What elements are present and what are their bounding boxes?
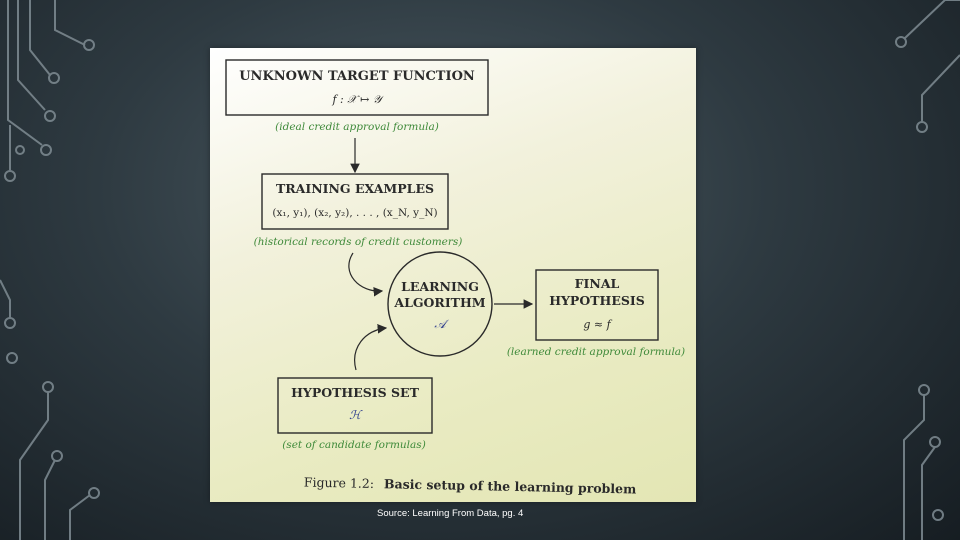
target-function-box	[225, 59, 489, 116]
training-examples-box	[261, 173, 449, 230]
learning-algorithm-line2: ALGORITHM	[393, 295, 485, 310]
target-function-formula: f : 𝒳 ↦ 𝒴	[331, 93, 384, 106]
learning-diagram: UNKNOWN TARGET FUNCTION f : 𝒳 ↦ 𝒴 (ideal…	[225, 59, 685, 497]
learning-algorithm-circle	[387, 251, 493, 357]
arrow-training-to-algorithm	[348, 252, 384, 297]
hypothesis-set-symbol: ℋ	[349, 408, 363, 422]
figure-photo: UNKNOWN TARGET FUNCTION f : 𝒳 ↦ 𝒴 (ideal…	[210, 48, 696, 502]
final-hypothesis-note: (learned credit approval formula)	[507, 346, 685, 358]
final-hypothesis-line2: HYPOTHESIS	[549, 293, 645, 308]
training-examples-note: (historical records of credit customers)	[254, 236, 463, 248]
figure-caption-text: Basic setup of the learning problem	[384, 476, 637, 496]
slide-source-caption: Source: Learning From Data, pg. 4	[377, 508, 524, 519]
target-function-title: UNKNOWN TARGET FUNCTION	[239, 69, 475, 84]
learning-algorithm-line1: LEARNING	[401, 279, 479, 294]
final-hypothesis-box	[535, 269, 659, 341]
training-examples-formula: (x₁, y₁), (x₂, y₂), . . . , (x_N, y_N)	[272, 207, 437, 219]
training-examples-title: TRAINING EXAMPLES	[276, 181, 434, 196]
hypothesis-set-title: HYPOTHESIS SET	[291, 385, 419, 400]
final-hypothesis-line1: FINAL	[575, 276, 620, 291]
figure-caption-label: Figure 1.2:	[304, 475, 374, 491]
arrow-hypothesis-set-to-algorithm	[354, 324, 388, 371]
target-function-note: (ideal credit approval formula)	[275, 121, 439, 133]
figure-caption: Figure 1.2: Basic setup of the learning …	[304, 475, 637, 497]
hypothesis-set-note: (set of candidate formulas)	[282, 439, 426, 451]
learning-algorithm-symbol: 𝒜	[434, 317, 449, 331]
hypothesis-set-box	[277, 377, 433, 434]
final-hypothesis-formula: g ≈ f	[583, 318, 612, 331]
